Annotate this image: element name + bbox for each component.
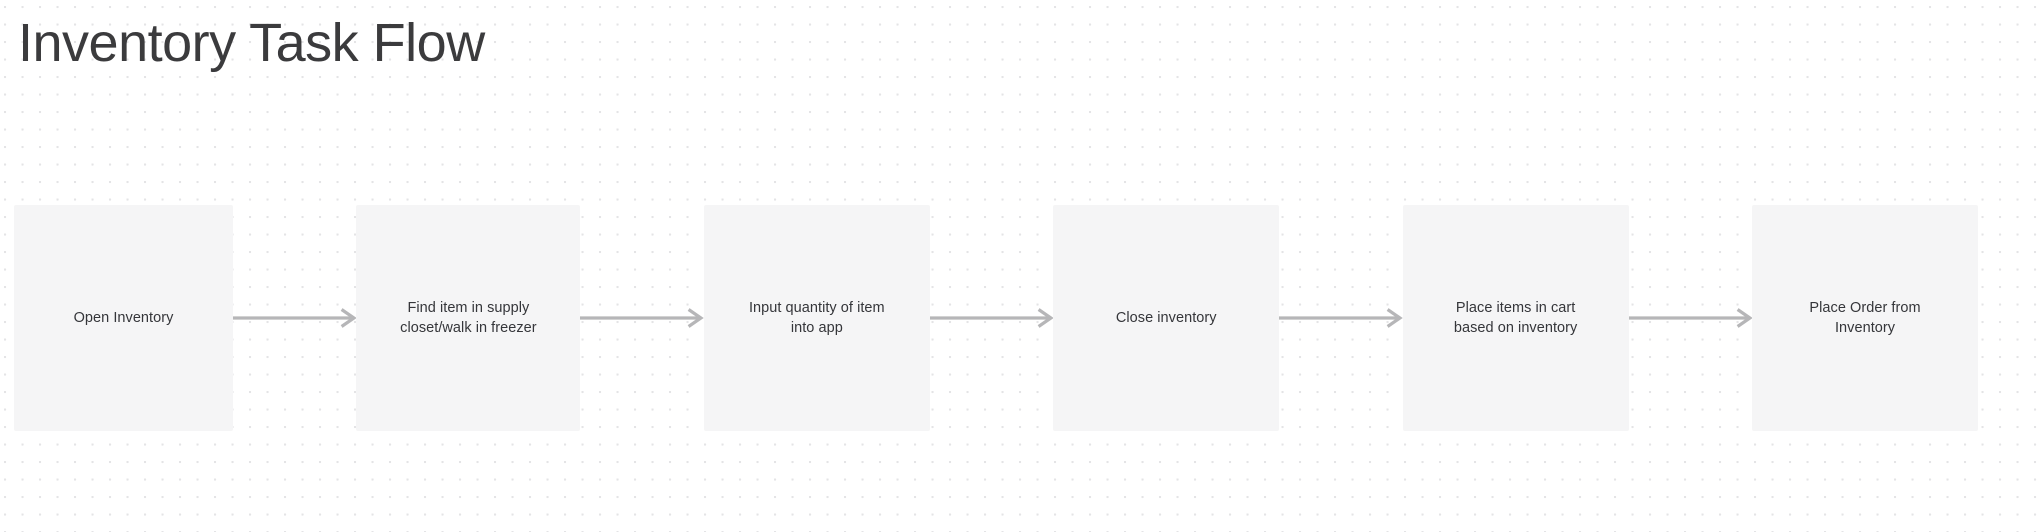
arrow-right-icon [1279, 306, 1402, 330]
flow-node-label: Find item in supply closet/walk in freez… [400, 300, 537, 336]
task-flow-row: Open Inventory Find item in supply close… [0, 205, 2039, 431]
flow-node-label: Place items in cart based on inventory [1453, 300, 1578, 336]
arrow-right-icon [233, 306, 356, 330]
flow-node-label: Place Order from Inventory [1809, 300, 1921, 336]
arrow-right-icon [1629, 306, 1752, 330]
flow-connector-2 [580, 205, 703, 431]
flow-node-place-items-in-cart[interactable]: Place items in cart based on inventory [1402, 205, 1629, 431]
flow-node-open-inventory[interactable]: Open Inventory [14, 205, 233, 431]
left-margin-spacer [0, 205, 14, 431]
flow-node-close-inventory[interactable]: Close inventory [1053, 205, 1280, 431]
flow-node-label: Close inventory [1115, 310, 1217, 326]
flow-node-label: Input quantity of item into app [748, 300, 885, 336]
flow-connector-1 [233, 205, 356, 431]
flow-connector-3 [930, 205, 1053, 431]
flow-connector-5 [1629, 205, 1752, 431]
arrow-right-icon [930, 306, 1053, 330]
flow-connector-4 [1279, 205, 1402, 431]
right-margin-spacer [1978, 205, 2039, 431]
page-title: Inventory Task Flow [18, 13, 485, 73]
flow-node-input-quantity[interactable]: Input quantity of item into app [703, 205, 930, 431]
arrow-right-icon [580, 306, 703, 330]
flow-node-find-item[interactable]: Find item in supply closet/walk in freez… [356, 205, 581, 431]
flow-node-place-order[interactable]: Place Order from Inventory [1752, 205, 1979, 431]
flow-node-label: Open Inventory [73, 310, 174, 326]
